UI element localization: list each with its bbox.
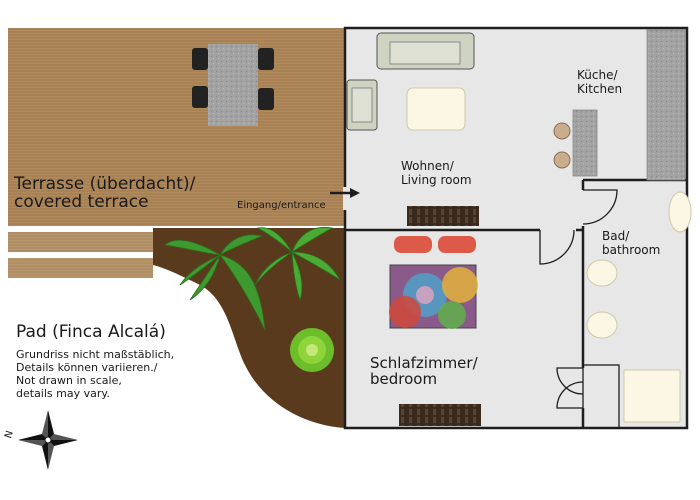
page-title: Pad (Finca Alcalá) [16, 322, 166, 342]
living-room-label-en: Living room [401, 172, 472, 187]
terrace-label-en: covered terrace [14, 191, 149, 212]
bathroom-label-en: bathroom [602, 242, 661, 257]
palm-tree [164, 234, 266, 331]
terrace-label-de: Terrasse (überdacht)/ [14, 174, 196, 194]
kitchen-island [572, 109, 598, 177]
disclaimer-line: Details können variieren./ [16, 360, 158, 374]
bar-stool [553, 122, 571, 140]
kitchen-label-de: Küche/ [577, 68, 618, 82]
disclaimer-line: details may vary. [16, 386, 110, 400]
coffee-table [406, 87, 466, 131]
door-swings [539, 189, 620, 429]
terrace-floor [8, 28, 345, 226]
compass-rose-icon [18, 410, 78, 470]
entrance-mat [407, 206, 479, 226]
bedroom-label-en: bedroom [370, 369, 438, 388]
bedroom-rug [399, 404, 481, 426]
armchair [346, 79, 378, 131]
disclaimer-line: Grundriss nicht maßstäblich, [16, 348, 175, 361]
bathroom-label-de: Bad/ [602, 229, 630, 243]
disclaimer-line: Not drawn in scale, [16, 373, 122, 387]
living-room-label-de: Wohnen/ [401, 159, 454, 173]
bathroom-fixtures [586, 191, 692, 423]
kitchen-label: Küche/ Kitchen [577, 68, 623, 97]
kitchen-counter [646, 29, 686, 181]
shrub [290, 328, 334, 372]
apartment-floor [345, 28, 687, 428]
bedroom-label-de: Schlafzimmer/ [370, 354, 478, 372]
living-room-label: Wohnen/ Living room [401, 159, 472, 188]
sofa [376, 32, 475, 70]
bed [389, 236, 478, 329]
entrance-arrow [330, 188, 360, 198]
bar-stool [553, 151, 571, 169]
terrace-label: Terrasse (überdacht)/ covered terrace [14, 174, 196, 212]
terrace-step-strip [8, 232, 153, 252]
disclaimer: Grundriss nicht maßstäblich, Details kön… [16, 348, 175, 401]
kitchen-label-en: Kitchen [577, 81, 623, 96]
palm-tree [254, 226, 341, 302]
bedroom-label: Schlafzimmer/ bedroom [370, 354, 478, 388]
bathroom-label: Bad/ bathroom [602, 229, 661, 258]
terrace-step-strip [8, 258, 153, 278]
entrance-label: Eingang/entrance [237, 200, 326, 211]
terrace-dining-table [192, 44, 274, 126]
